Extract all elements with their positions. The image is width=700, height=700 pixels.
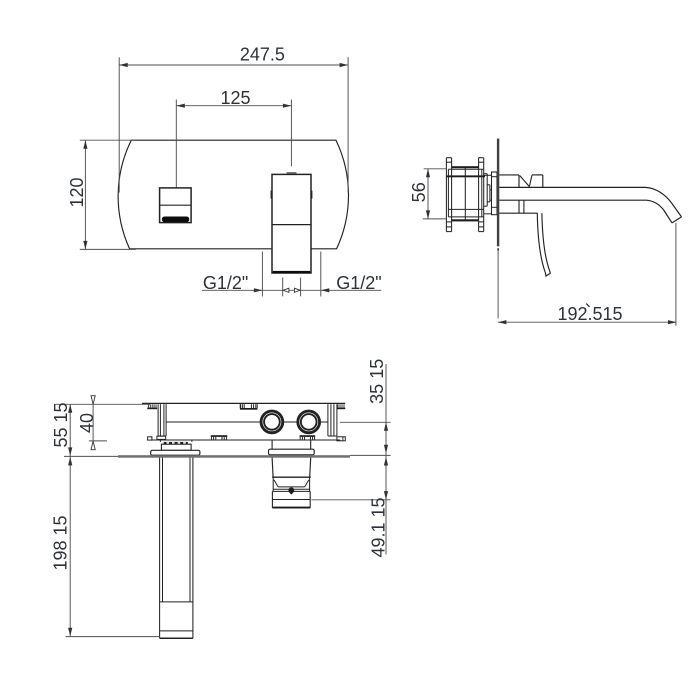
svg-text:40: 40: [77, 413, 97, 433]
svg-text:247.5: 247.5: [240, 45, 285, 65]
svg-text:120: 120: [67, 177, 87, 207]
svg-text:198 15: 198 15: [51, 515, 71, 570]
svg-text:192.515: 192.515: [557, 304, 622, 324]
svg-text:55 15: 55 15: [51, 402, 71, 447]
svg-text:49.1 15: 49.1 15: [369, 497, 389, 557]
svg-text:125: 125: [220, 88, 250, 108]
svg-text:G1/2": G1/2": [203, 273, 248, 293]
svg-text:G1/2": G1/2": [336, 273, 381, 293]
svg-text:35 15: 35 15: [367, 359, 387, 404]
svg-text:56: 56: [409, 182, 429, 202]
